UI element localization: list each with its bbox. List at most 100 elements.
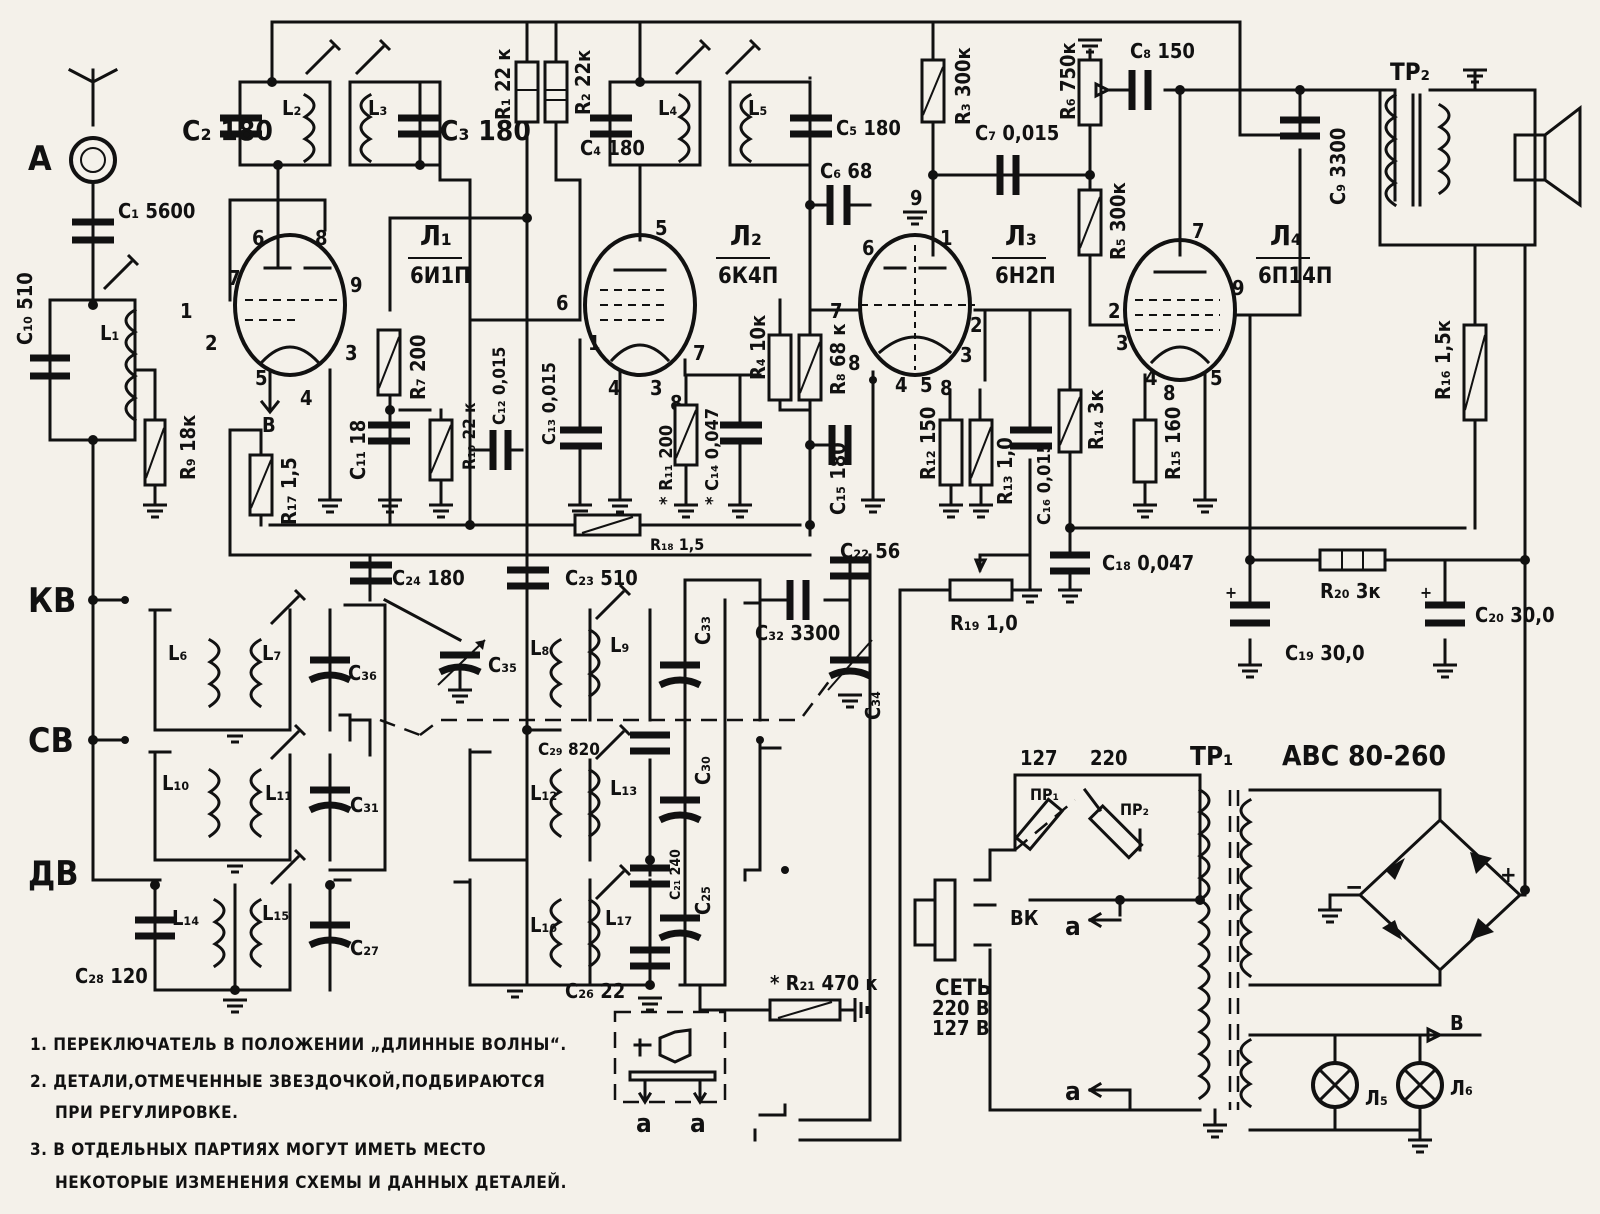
t4-pin: 4 xyxy=(1145,366,1158,390)
t4-pin: 5 xyxy=(1210,366,1223,390)
resistor-r15 xyxy=(1132,418,1158,484)
label-c24: C₂₄ 180 xyxy=(392,566,465,590)
capacitor-c3 xyxy=(398,114,440,138)
label-c21: C₂₁ 240 xyxy=(668,849,684,900)
power-switch-vk[interactable] xyxy=(913,878,997,962)
label-c34: C₃₄ xyxy=(861,691,885,720)
capacitor-c5 xyxy=(790,114,832,138)
t1-pin: 8 xyxy=(315,226,328,250)
label-r4: R₄ 10к xyxy=(746,315,770,380)
inductor-l16 xyxy=(549,897,563,969)
tuning-indicator-icon xyxy=(628,1028,717,1105)
label-c22: C₂₂ 56 xyxy=(840,539,900,563)
tr1-lamp-winding xyxy=(1239,1037,1253,1109)
inductor-l4 xyxy=(677,92,691,164)
capacitor-c33 xyxy=(658,661,702,689)
resistor-r20 xyxy=(1318,548,1387,572)
label-c12: C₁₂ 0,015 xyxy=(490,347,510,425)
label-b2: В xyxy=(1450,1011,1464,1035)
t3-pin: 7 xyxy=(830,299,843,323)
label-l6: L₆ xyxy=(168,641,187,665)
capacitor-c1 xyxy=(72,218,114,244)
label-r19: R₁₉ 1,0 xyxy=(950,611,1018,635)
capacitor-c8 xyxy=(1128,70,1152,110)
capacitor-c10 xyxy=(30,354,70,380)
label-c8: C₈ 150 xyxy=(1130,39,1195,63)
tube4-type: 6П14П xyxy=(1258,264,1332,289)
label-r20: R₂₀ 3к xyxy=(1320,579,1381,603)
note-line: НЕКОТОРЫЕ ИЗМЕНЕНИЯ СХЕМЫ И ДАННЫХ ДЕТАЛ… xyxy=(55,1171,567,1193)
label-l5: L₅ xyxy=(748,96,767,120)
label-l4: L₄ xyxy=(658,96,677,120)
inductor-l12 xyxy=(549,767,563,839)
tube1-name: Л₁ xyxy=(420,219,452,252)
tube1-type: 6И1П xyxy=(410,264,471,289)
label-a2: а xyxy=(690,1109,706,1139)
capacitor-c15 xyxy=(828,425,852,465)
variable-capacitor-c35 xyxy=(437,639,486,686)
t1-pin: 6 xyxy=(252,226,265,250)
label-c13: C₁₃ 0,015 xyxy=(539,362,560,445)
t3-pin: 8 xyxy=(848,351,861,375)
label-c26: C₂₆ 22 xyxy=(565,979,625,1003)
label-l2: L₂ xyxy=(282,96,301,120)
capacitor-c7 xyxy=(996,155,1020,195)
label-vk: ВК xyxy=(1010,906,1039,930)
label-pr2: ПР₂ xyxy=(1120,800,1149,819)
label-a1: а xyxy=(636,1109,652,1139)
t2-pin: 6 xyxy=(556,291,569,315)
label-b1: В xyxy=(262,413,276,437)
label-r14: R₁₄ 3к xyxy=(1084,389,1108,450)
t3-pin: 1 xyxy=(940,226,953,250)
note-line: 1. ПЕРЕКЛЮЧАТЕЛЬ В ПОЛОЖЕНИИ „ДЛИННЫЕ ВО… xyxy=(30,1035,567,1055)
tube2-type: 6К4П xyxy=(718,264,778,289)
tr2-primary xyxy=(1384,92,1398,208)
label-c7: C₇ 0,015 xyxy=(975,121,1059,145)
capacitor-c29 xyxy=(630,731,670,755)
capacitor-c23 xyxy=(507,566,549,590)
capacitor-c2 xyxy=(220,114,262,138)
t3-pin: 9 xyxy=(910,186,923,210)
label-c20: C₂₀ 30,0 xyxy=(1475,603,1555,627)
inductor-l5 xyxy=(739,92,753,164)
resistor-r4 xyxy=(767,333,793,402)
capacitor-c19: + xyxy=(1225,583,1270,627)
svg-text:+: + xyxy=(1420,583,1432,602)
capacitor-c20: + xyxy=(1420,583,1465,627)
label-c2: C₂ 180 xyxy=(182,114,273,147)
inductor-l8 xyxy=(549,637,563,709)
note-line: 3. В ОТДЕЛЬНЫХ ПАРТИЯХ МОГУТ ИМЕТЬ МЕСТО xyxy=(30,1140,486,1160)
label-c14: * C₁₄ 0,047 xyxy=(702,408,723,505)
label-r11: * R₁₁ 200 xyxy=(656,425,677,505)
inductor-l1 xyxy=(124,307,138,423)
tube-l4 xyxy=(1123,238,1237,382)
t1-pin: 1 xyxy=(180,299,193,323)
label-l3: L₃ xyxy=(368,96,387,120)
t4-pin: 8 xyxy=(1163,381,1176,405)
capacitor-c22 xyxy=(830,556,870,580)
label-mains-127: 127 В xyxy=(932,1016,990,1040)
tube-l2 xyxy=(583,233,697,377)
speaker-icon xyxy=(1513,104,1582,208)
label-l9: L₉ xyxy=(610,633,629,657)
label-r16: R₁₆ 1,5к xyxy=(1431,320,1455,400)
tr1-primary xyxy=(1197,787,1211,1101)
label-r21: * R₂₁ 470 к xyxy=(770,971,878,995)
label-l14: L₁₄ xyxy=(172,906,199,930)
label-l12: L₁₂ xyxy=(530,781,557,805)
t3-pin: 6 xyxy=(862,236,875,260)
label-mains-220: 220 В xyxy=(932,996,990,1020)
capacitor-c25 xyxy=(658,914,702,942)
label-c16: C₁₆ 0,015 xyxy=(1034,442,1055,525)
svg-text:+: + xyxy=(1225,583,1237,602)
footnotes: 1. ПЕРЕКЛЮЧАТЕЛЬ В ПОЛОЖЕНИИ „ДЛИННЫЕ ВО… xyxy=(30,1035,567,1193)
label-l7: L₇ xyxy=(262,641,281,665)
resistor-r12 xyxy=(938,418,964,487)
inductor-l17 xyxy=(587,897,601,969)
tube-l1 xyxy=(233,233,347,392)
label-a3: а xyxy=(1065,912,1081,942)
capacitor-c24 xyxy=(350,561,392,585)
capacitor-c6 xyxy=(826,185,851,225)
capacitor-c16 xyxy=(1010,426,1052,450)
